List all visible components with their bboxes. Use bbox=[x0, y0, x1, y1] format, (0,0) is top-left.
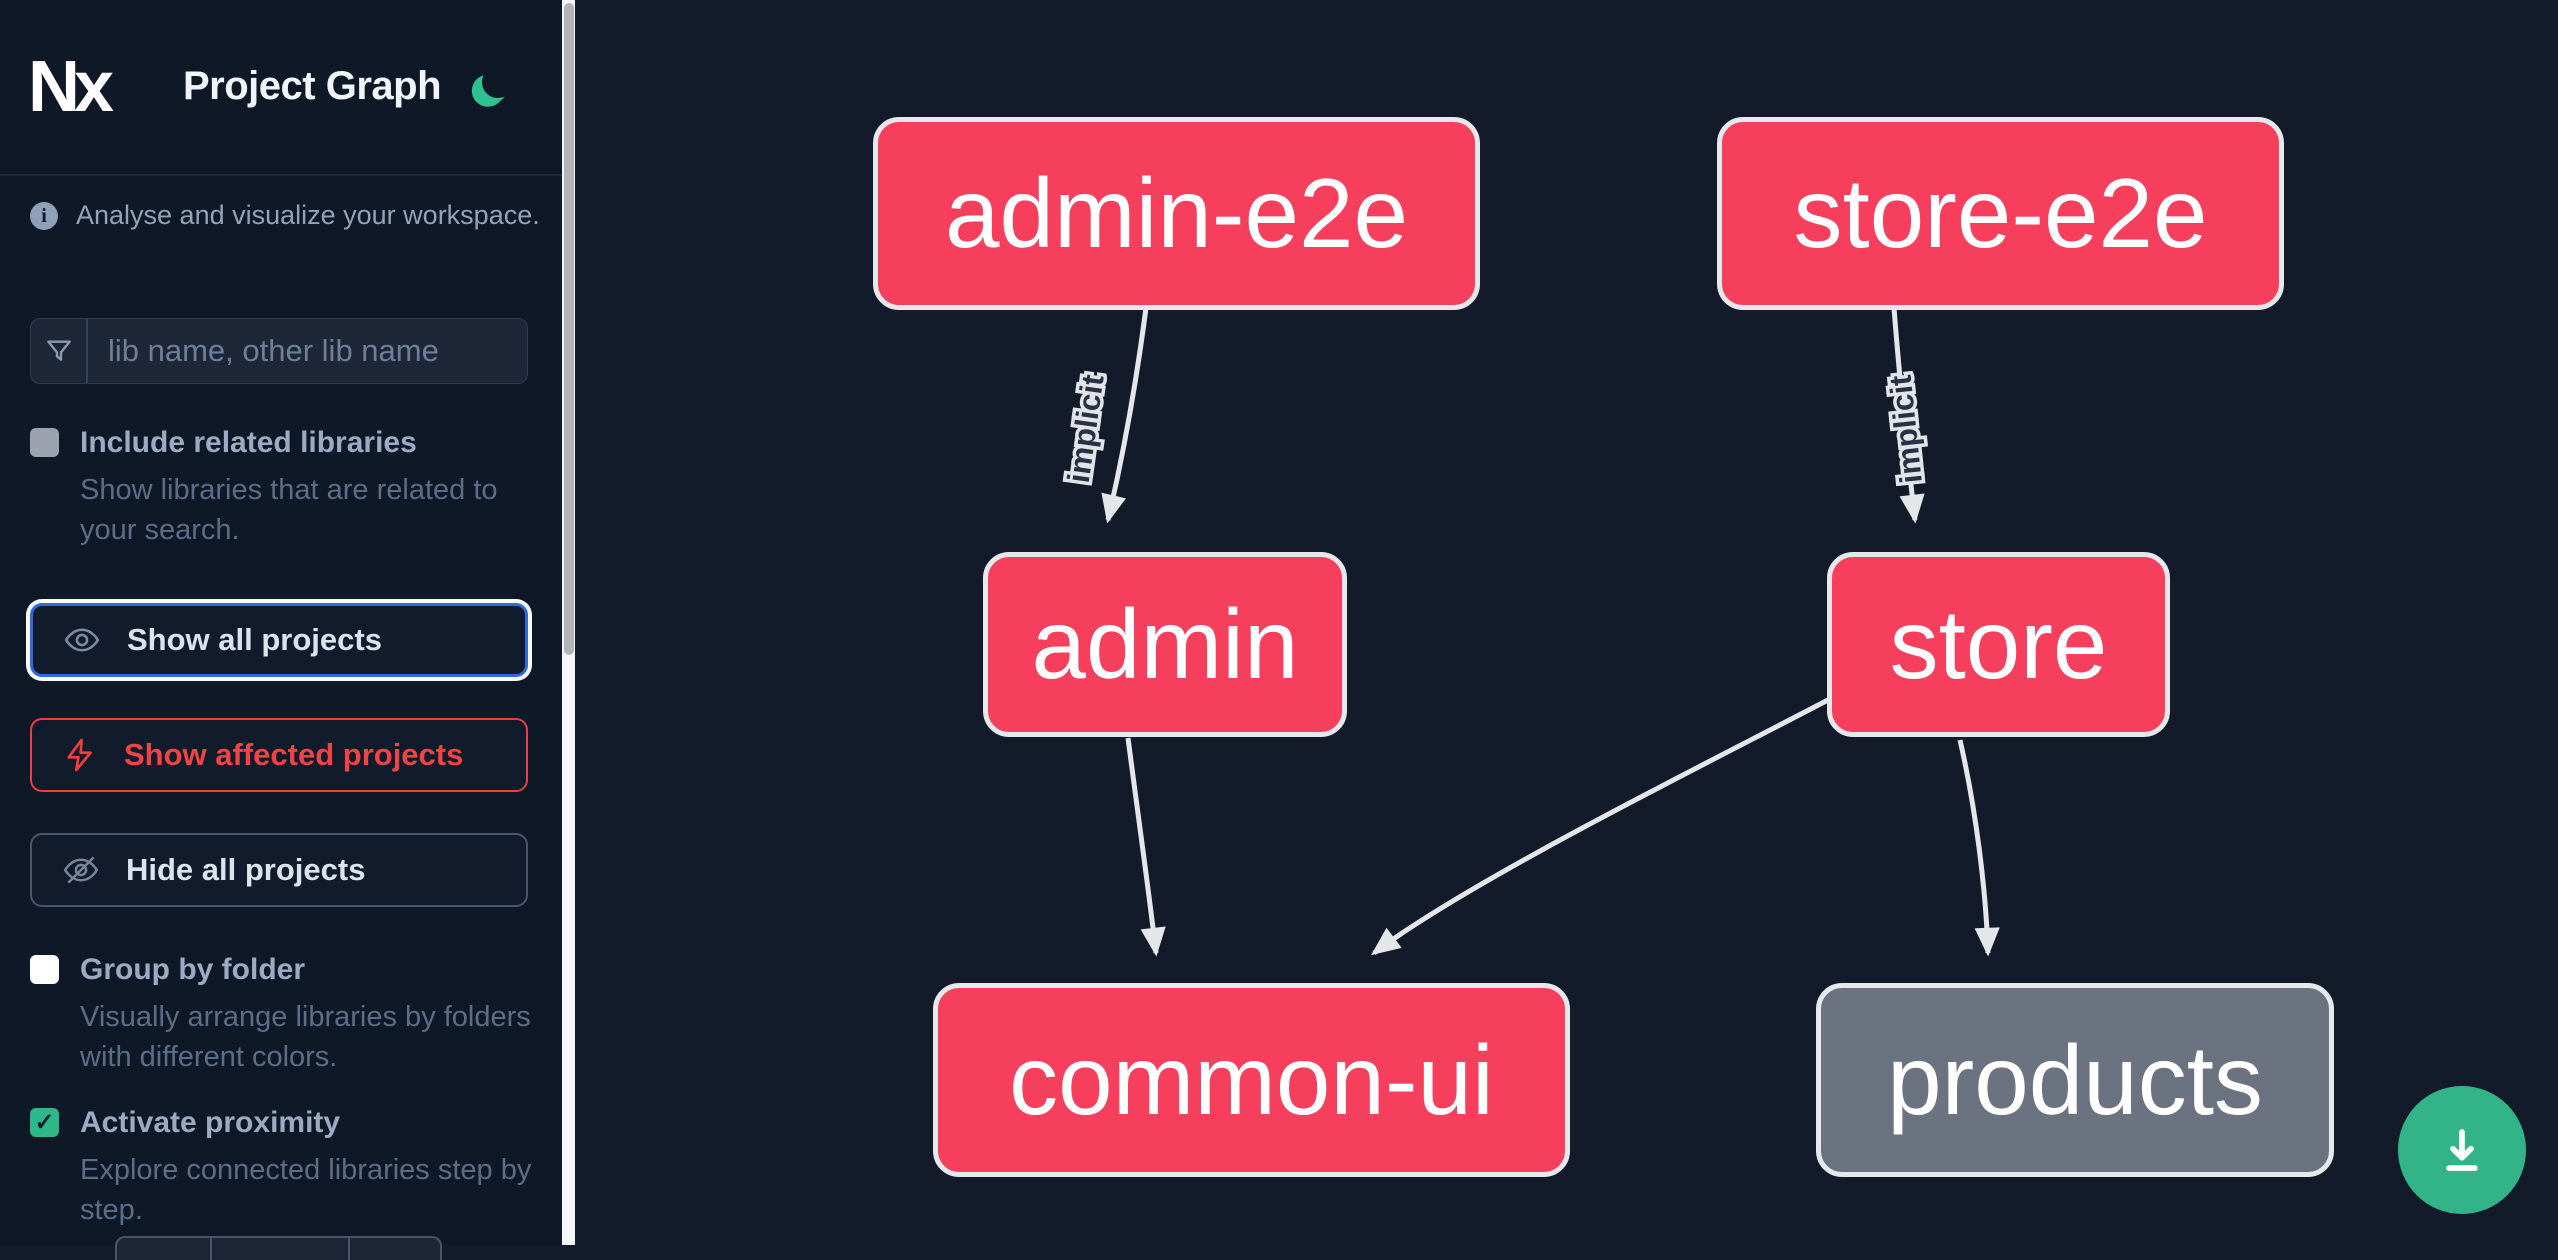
hide-all-projects-label: Hide all projects bbox=[126, 852, 366, 887]
eye-icon bbox=[64, 628, 100, 652]
eye-off-icon bbox=[63, 856, 99, 884]
graph-node-admin[interactable]: admin bbox=[983, 552, 1347, 737]
hide-all-projects-button[interactable]: Hide all projects bbox=[30, 833, 528, 907]
group-by-folder-checkbox[interactable] bbox=[30, 955, 59, 984]
project-filter-searchbox[interactable] bbox=[30, 318, 528, 384]
graph-node-common-ui[interactable]: common-ui bbox=[933, 983, 1570, 1177]
sidebar: Nx Project Graph i Analyse and visualize… bbox=[0, 0, 562, 1260]
activate-proximity-label: Activate proximity bbox=[80, 1106, 341, 1139]
search-input[interactable] bbox=[88, 333, 527, 369]
proximity-depth-stepper[interactable] bbox=[115, 1236, 442, 1260]
workspace-tagline: Analyse and visualize your workspace. bbox=[76, 200, 540, 230]
edge-store-e2e-to-store bbox=[1891, 307, 1925, 524]
graph-node-products[interactable]: products bbox=[1816, 983, 2334, 1177]
download-icon bbox=[2446, 1129, 2478, 1171]
group-by-folder-description: Visually arrange libraries by folders wi… bbox=[80, 1001, 531, 1073]
edge-store-to-products bbox=[1957, 739, 2000, 957]
show-affected-projects-button[interactable]: Show affected projects bbox=[30, 718, 528, 792]
page-title: Project Graph bbox=[183, 64, 442, 108]
dark-mode-moon-icon[interactable] bbox=[470, 70, 510, 110]
edge-label-implicit: implicit bbox=[1061, 373, 1111, 485]
edge-store-to-common-ui bbox=[1371, 697, 1830, 956]
filter-funnel-icon bbox=[31, 319, 88, 383]
activate-proximity-description: Explore connected libraries step by step… bbox=[80, 1154, 532, 1226]
download-graph-button[interactable] bbox=[2398, 1086, 2526, 1214]
graph-node-store[interactable]: store bbox=[1827, 552, 2170, 737]
nx-logo: Nx bbox=[28, 47, 114, 127]
group-by-folder-label: Group by folder bbox=[80, 953, 305, 986]
include-related-label: Include related libraries bbox=[80, 426, 417, 459]
sidebar-scrollbar-track[interactable] bbox=[562, 0, 575, 1245]
edge-admin-e2e-to-admin bbox=[1101, 307, 1149, 524]
show-all-projects-label: Show all projects bbox=[127, 622, 382, 657]
include-related-checkbox[interactable] bbox=[30, 428, 59, 457]
stepper-divider bbox=[348, 1238, 350, 1260]
edge-admin-to-common-ui bbox=[1125, 737, 1166, 957]
stepper-divider bbox=[210, 1238, 212, 1260]
sidebar-header: Nx Project Graph bbox=[0, 0, 562, 176]
show-affected-projects-label: Show affected projects bbox=[124, 737, 464, 772]
info-icon: i bbox=[30, 201, 58, 230]
sidebar-scrollbar-thumb[interactable] bbox=[563, 3, 574, 655]
show-all-projects-button[interactable]: Show all projects bbox=[30, 603, 528, 677]
lightning-bolt-icon bbox=[67, 738, 92, 772]
include-related-description: Show libraries that are related to your … bbox=[80, 474, 498, 546]
edge-label-implicit: implicit bbox=[1883, 373, 1929, 485]
graph-node-store-e2e[interactable]: store-e2e bbox=[1717, 117, 2284, 310]
workspace-tagline-row: i Analyse and visualize your workspace. bbox=[30, 200, 550, 231]
graph-node-admin-e2e[interactable]: admin-e2e bbox=[873, 117, 1480, 310]
activate-proximity-checkbox[interactable]: ✓ bbox=[30, 1108, 59, 1137]
